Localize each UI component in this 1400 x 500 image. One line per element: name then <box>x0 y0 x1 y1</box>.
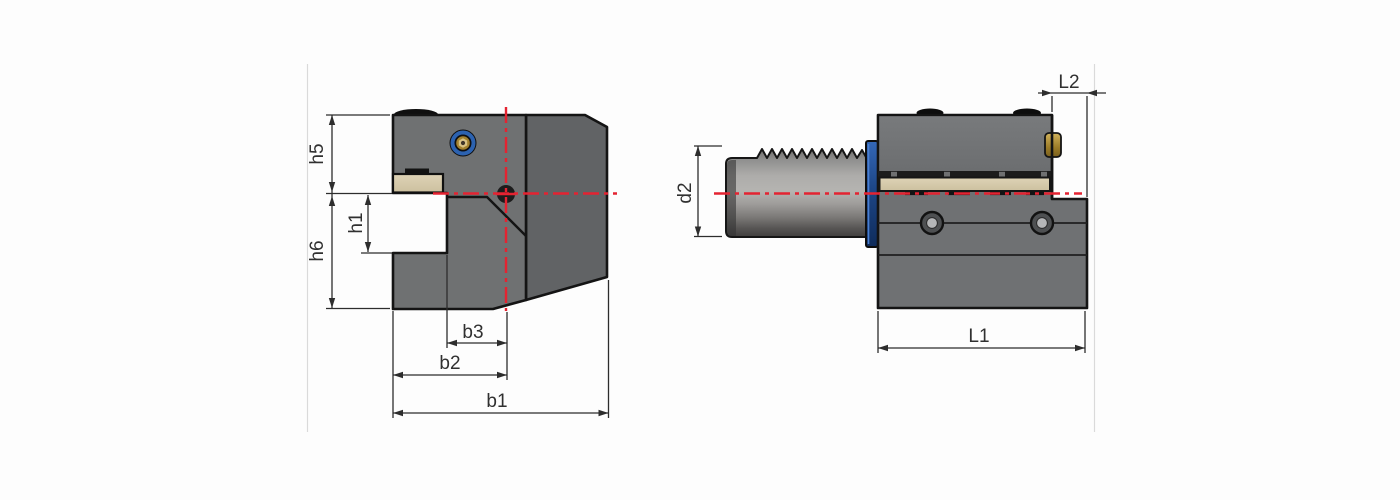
shank-end-cap <box>727 160 736 236</box>
dim-label-b3: b3 <box>462 322 483 343</box>
front-dimension-labels: h5 h1 h6 b3 b2 b1 <box>307 143 508 412</box>
dim-label-L2: L2 <box>1058 72 1079 93</box>
dim-label-h1: h1 <box>346 212 367 233</box>
dim-label-h5: h5 <box>307 143 328 164</box>
side-dimension-labels: d2 L2 L1 <box>675 72 1080 347</box>
front-body-side-face <box>524 113 609 302</box>
side-upper-block <box>879 116 1051 171</box>
side-dimension-arrows <box>694 89 1097 352</box>
front-view: h5 h1 h6 b3 b2 b1 <box>307 107 617 418</box>
dim-label-b1: b1 <box>486 391 507 412</box>
dim-label-h6: h6 <box>307 240 328 261</box>
insert-strip-side <box>878 176 1051 192</box>
dim-label-L1: L1 <box>968 326 989 347</box>
mounting-hole-right <box>1029 210 1055 236</box>
insert-clamp-gap <box>405 168 429 175</box>
insert-plate-front <box>391 172 445 194</box>
front-dimensions <box>326 114 610 418</box>
front-dimension-arrows <box>328 115 609 417</box>
dim-label-b2: b2 <box>439 353 460 374</box>
mounting-hole-left <box>919 210 945 236</box>
dim-label-d2: d2 <box>675 182 696 203</box>
clamp-groove <box>878 171 1052 178</box>
side-view: d2 L2 L1 <box>675 72 1106 353</box>
clamp-screw-front <box>449 129 477 157</box>
page-rule-lines <box>306 64 1096 432</box>
insert-seat-relief-edge <box>447 195 527 237</box>
front-centerlines <box>433 107 617 311</box>
